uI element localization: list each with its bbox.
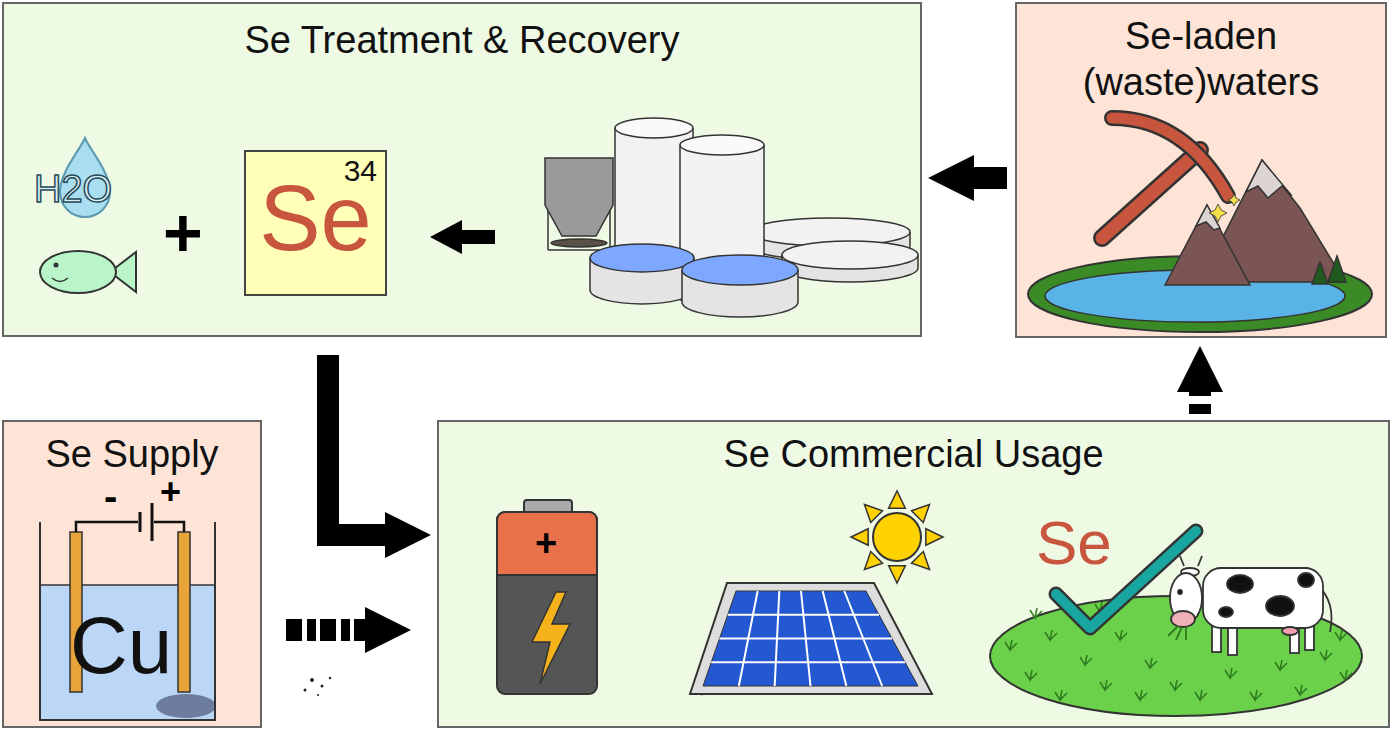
terminal-sign: + (160, 474, 181, 510)
panel-title: Se Treatment & Recovery (244, 18, 679, 64)
panel-ground (1015, 2, 1387, 338)
fish (40, 251, 136, 293)
flow-arrow (286, 619, 365, 641)
panel-ground (437, 420, 1390, 728)
plus-sign: + (163, 198, 203, 266)
element-symbol: Cu (70, 606, 172, 686)
cow (1168, 556, 1332, 655)
electrolysis-cell (40, 503, 216, 720)
panel-title: Se Commercial Usage (723, 432, 1103, 478)
flow-arrow (328, 355, 385, 535)
flow-arrow (974, 167, 1007, 189)
process-arrow (430, 220, 462, 254)
panel: Se Treatment & RecoverySe34 (2, 2, 922, 337)
element-tile: Se34 (244, 150, 387, 296)
sun (851, 491, 943, 583)
battery (497, 500, 597, 694)
sparkle (1209, 194, 1240, 222)
debris (304, 677, 332, 696)
panel-title: Se Supply (45, 432, 218, 478)
process-arrow (462, 230, 495, 244)
panel-ground (2, 420, 262, 728)
panel: Se Commercial Usage (437, 420, 1390, 728)
solar-panel (690, 583, 932, 695)
pickaxe (1102, 118, 1228, 238)
treatment-plant (545, 118, 918, 317)
panel-title: Se-laden (waste)waters (1031, 14, 1371, 105)
terminal-sign: - (104, 476, 117, 516)
element-symbol: Se (1036, 512, 1112, 574)
element-symbol: Se (259, 172, 372, 264)
panel-ground (2, 2, 922, 337)
battery-terminal: + (535, 524, 557, 562)
flow-arrow (1189, 392, 1211, 414)
chemical-formula: H2O (34, 170, 112, 208)
mountains (1165, 160, 1346, 285)
panel: Se-laden (waste)waters (1015, 2, 1387, 338)
